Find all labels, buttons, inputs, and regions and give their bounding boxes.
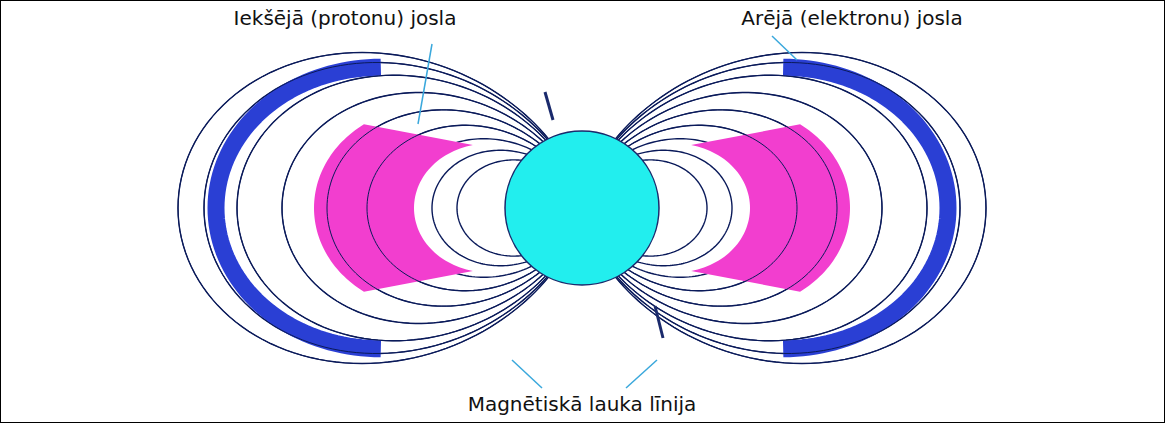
leader-line [772,36,797,60]
field-line [616,53,986,364]
belt-label: Arējā (elektronu) josla [739,6,964,30]
field-line [621,93,882,324]
leader-line [418,44,432,124]
field-line [621,93,882,324]
field-line [204,63,547,354]
field-lines [178,53,986,364]
field-line [618,75,927,341]
outer-electron-belt [783,67,948,349]
outer-electron-belt [216,67,381,349]
inner-proton-belt [314,124,473,291]
field-line [178,53,548,364]
field-line [282,93,543,324]
leader-line [512,360,542,388]
field-line [616,53,986,364]
earth [505,131,659,285]
leader-line [626,360,657,388]
field-line [282,93,543,324]
field-line [237,75,546,341]
inner-proton-belt [691,124,850,291]
field-line [178,53,548,364]
field-line [237,75,546,341]
field-line [204,63,547,354]
field-line [617,63,960,354]
field-line-label: Magnētiskā lauka līnija [466,392,699,416]
field-line [617,63,960,354]
axis-north [545,92,553,120]
axis-south [655,306,663,338]
belts [216,67,948,349]
belt-label: Iekšējā (protonu) josla [232,6,459,30]
field-lines-front [178,53,986,364]
field-line [618,75,927,341]
